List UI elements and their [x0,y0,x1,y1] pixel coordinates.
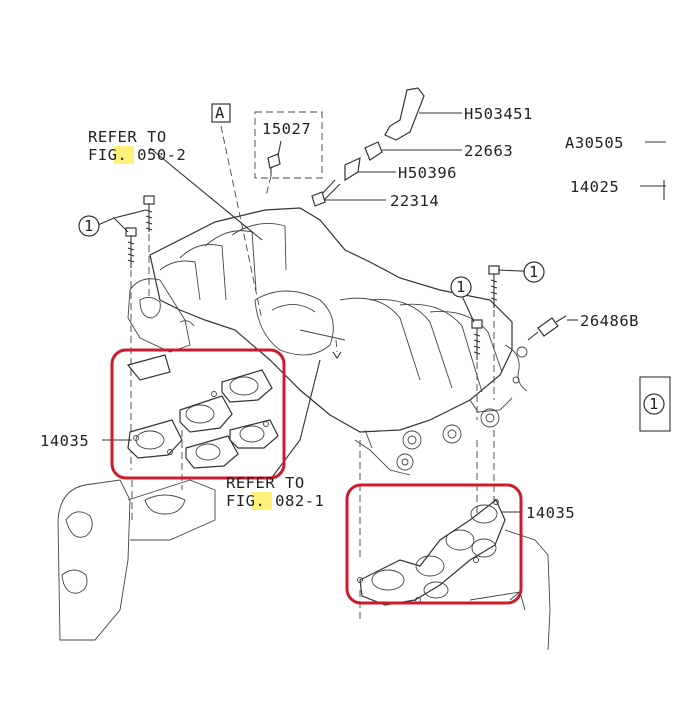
engine-block-left [57,479,216,641]
circle-ref-right-bolt: 1 [523,261,545,283]
label-14035-right: 14035 [526,504,575,522]
highlight-box-left [110,348,286,480]
reference-a-label: A [215,104,225,122]
fitting-15027 [267,153,281,176]
label-14035-left: 14035 [40,432,89,450]
intake-manifold-upper [127,207,528,476]
bolt-left-top [143,195,155,232]
leader-lines [97,112,666,513]
circle-ref-left-label: 1 [84,217,94,235]
refer-note-082-1: REFER TO FIG. 082-1 [226,474,324,510]
refer-050-number: 050-2 [137,146,186,164]
label-a30505: A30505 [565,134,624,152]
bolt-right-top [488,265,500,308]
label-15027: 15027 [262,120,311,138]
alignment-lines [130,111,495,620]
gasket-14035-right [357,499,506,606]
reference-a-box: A [211,103,231,123]
circle-ref-center: 1 [450,276,472,298]
refer-082-prefix: FIG. [226,492,275,510]
label-h503451: H503451 [464,105,533,123]
circle-ref-center-label: 1 [456,278,466,296]
svg-text:FIG. 082-1: FIG. 082-1 [226,492,324,510]
bolt-right-low [471,319,483,360]
label-22663: 22663 [464,142,513,160]
circle-ref-left: 1 [78,215,100,237]
refer-050-prefix: FIG. [88,146,137,164]
label-22314: 22314 [390,192,439,210]
gasket-14035-left [126,354,279,469]
refer-082-line1: REFER TO [226,474,305,492]
refer-050-line1: REFER TO [88,128,167,146]
circle-ref-edge-label: 1 [649,395,659,413]
sensor-26486b [527,315,567,341]
svg-text:FIG. 050-2: FIG. 050-2 [88,146,186,164]
highlight-box-right [345,483,523,605]
bolt-left-low [125,227,137,268]
label-h50396: H50396 [398,164,457,182]
refer-082-number: 082-1 [275,492,324,510]
circle-ref-edge: 1 [639,376,671,432]
label-14025: 14025 [570,178,619,196]
circle-ref-right-bolt-label: 1 [529,263,539,281]
pcv-hose-assembly [311,87,425,207]
label-26486b: 26486B [580,312,639,330]
refer-note-050-2: REFER TO FIG. 050-2 [88,128,186,164]
